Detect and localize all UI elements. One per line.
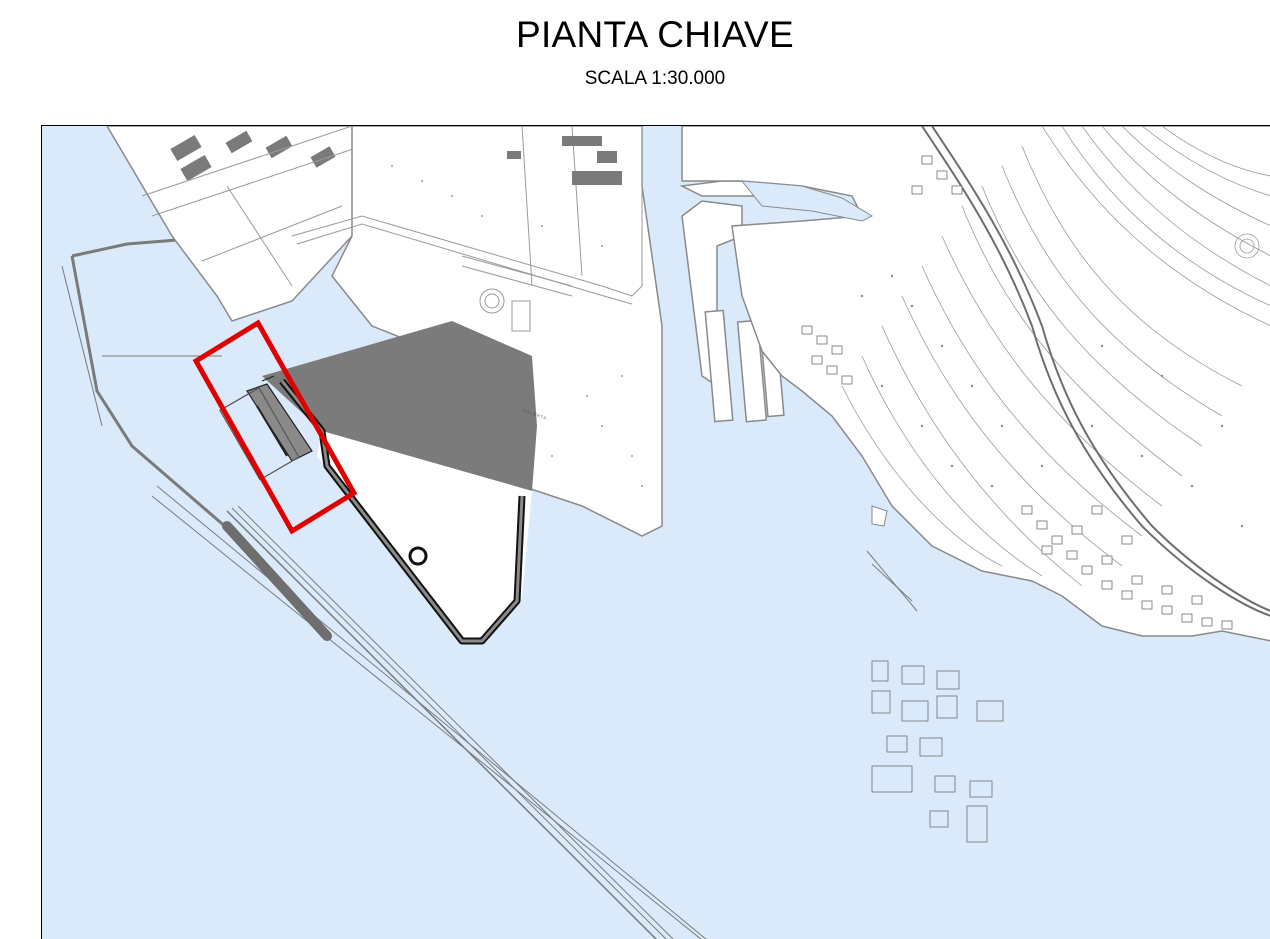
city-land-east (681, 126, 1270, 642)
basin-jetty-head (408, 546, 428, 566)
breakwater-bar (222, 521, 332, 641)
central-buildings (507, 136, 622, 185)
central-land-dots (391, 165, 643, 487)
aquaculture-farms (871, 660, 1004, 843)
urban-dots (860, 274, 1244, 528)
page-title: PIANTA CHIAVE (515, 14, 795, 55)
offshore-breakwater-lines (61, 236, 918, 939)
small-dock (871, 505, 888, 527)
scale-label: SCALA 1:30.000 (584, 68, 726, 89)
central-roads (291, 126, 643, 332)
industrial-roads (141, 126, 363, 287)
port-piers (679, 180, 785, 423)
urban-blocks (801, 155, 1233, 630)
reclaimed-fill-area (262, 321, 537, 491)
terrain-contours (841, 126, 1270, 587)
map-frame: C O L M A T A (41, 125, 1270, 939)
project-area-highlight (192, 319, 358, 535)
railway-line (921, 126, 1270, 617)
basin-boundary-dike-inner (280, 380, 524, 643)
quay-structure-detail (219, 375, 313, 481)
key-plan-map: C O L M A T A (42, 126, 1270, 939)
river-channel (740, 180, 874, 222)
new-basin-area (317, 431, 532, 641)
